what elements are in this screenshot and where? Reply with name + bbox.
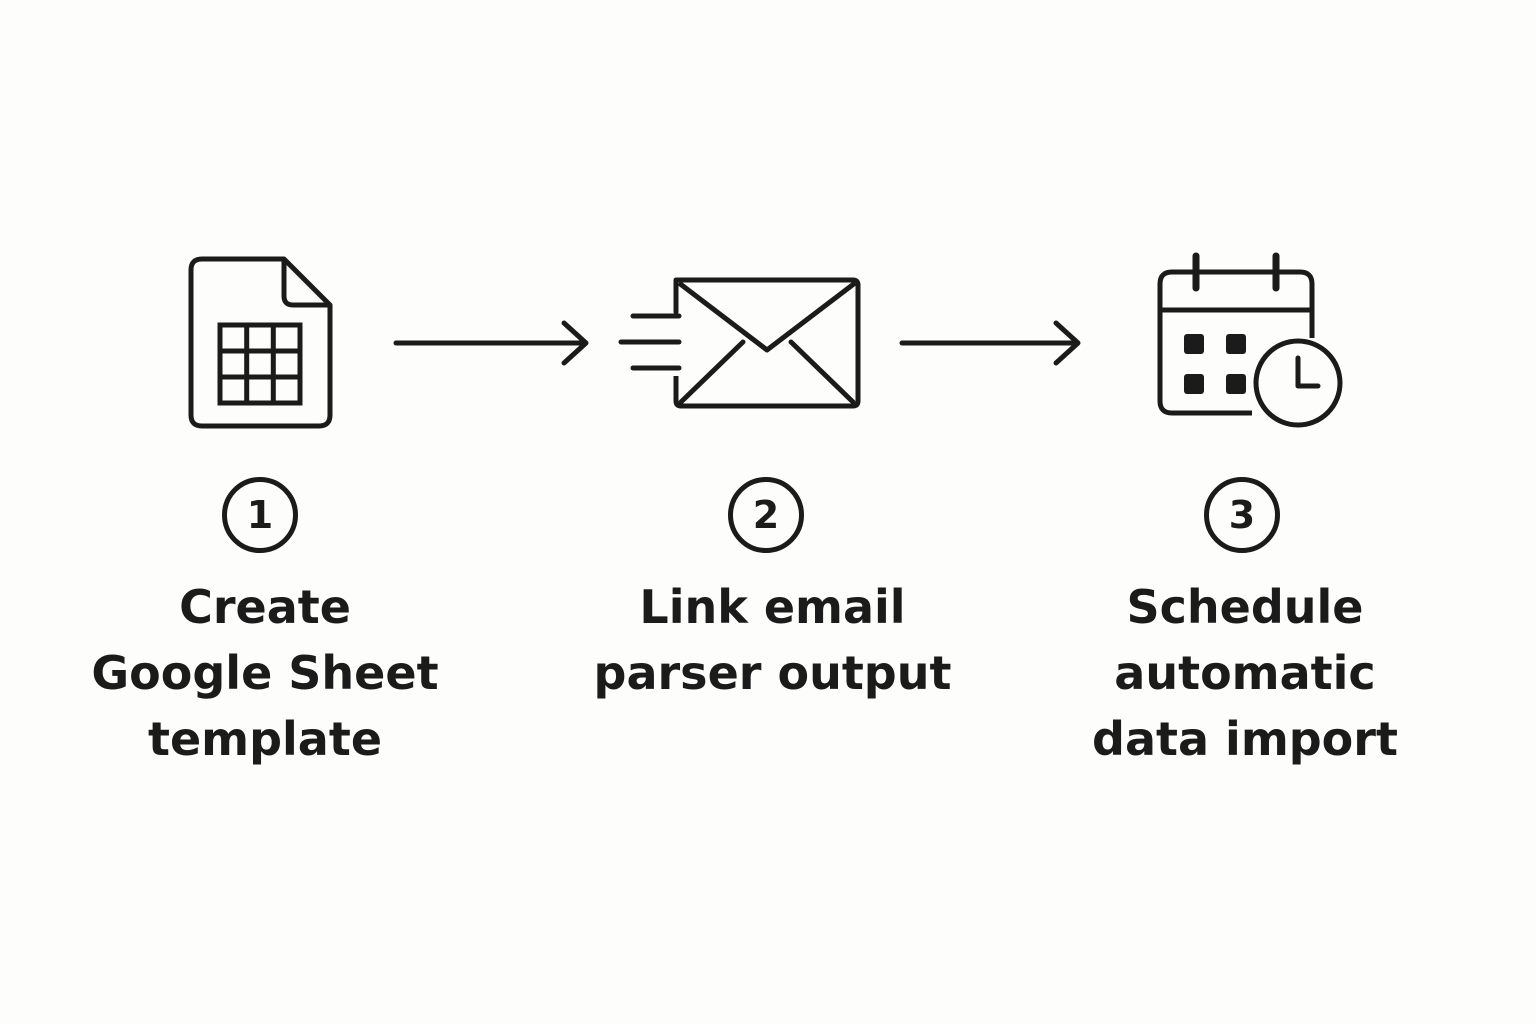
calendar-clock-icon — [1157, 252, 1343, 428]
step-label-1: Create Google Sheet template — [91, 580, 439, 766]
step-label-3: Schedule automatic data import — [1092, 580, 1398, 766]
spreadsheet-icon — [188, 256, 333, 429]
arrow-right-icon — [899, 320, 1081, 366]
step-number-badge-2: 2 — [728, 477, 804, 553]
step-number-badge-3: 3 — [1204, 477, 1280, 553]
step-label-2: Link email parser output — [593, 580, 952, 700]
step-number-badge-1: 1 — [222, 477, 298, 553]
email-icon — [618, 277, 861, 409]
arrow-right-icon — [393, 320, 589, 366]
